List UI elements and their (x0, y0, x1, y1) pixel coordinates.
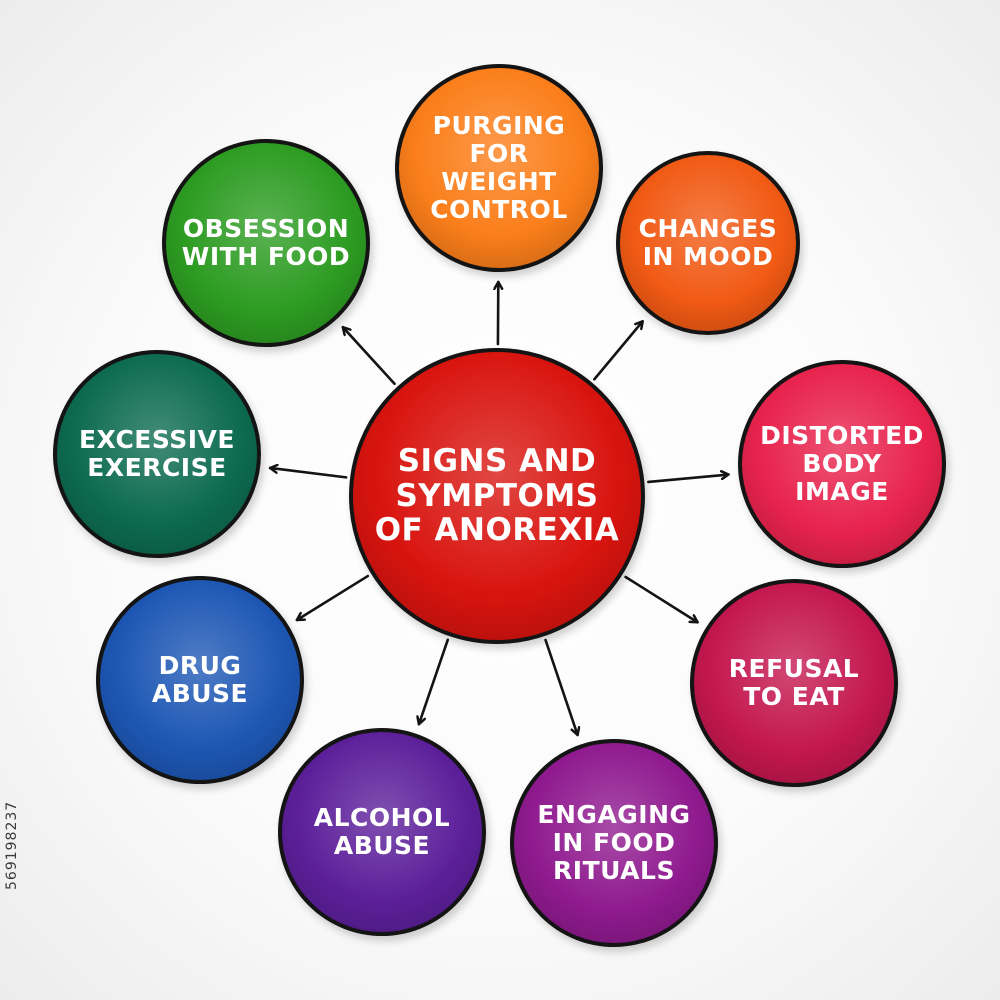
node-engaging-in-food-rituals: Engaging in food rituals (510, 739, 718, 947)
arrow-to-body (647, 475, 730, 484)
node-label: Refusal to eat (728, 654, 860, 711)
node-label: Engaging in food rituals (537, 800, 691, 885)
node-obsession-with-food: Obsession with food (162, 139, 370, 347)
arrow-to-drug (295, 574, 370, 622)
node-label: Distorted body image (760, 421, 924, 506)
center-topic: Signs and symptoms of anorexia (349, 348, 645, 644)
node-changes-in-mood: Changes in mood (616, 151, 800, 335)
node-distorted-body-image: Distorted body image (738, 360, 946, 568)
node-label: Purging for weight control (430, 111, 568, 224)
node-label: Alcohol abuse (313, 803, 451, 860)
node-alcohol-abuse: Alcohol abuse (278, 728, 486, 936)
node-refusal-to-eat: Refusal to eat (690, 579, 898, 787)
node-purging-for-weight-control: Purging for weight control (395, 64, 603, 272)
node-label: Obsession with food (181, 214, 351, 271)
stock-id-text: 569198237 (4, 800, 20, 890)
arrow-to-food (341, 325, 396, 386)
arrow-to-refusal (624, 575, 699, 624)
arrow-to-exercise (268, 468, 348, 479)
node-label: Excessive exercise (78, 425, 235, 482)
center-topic-label: Signs and symptoms of anorexia (374, 442, 620, 549)
arrow-to-alcohol (419, 638, 450, 726)
node-label: Changes in mood (638, 214, 778, 271)
arrow-to-rituals (544, 638, 578, 737)
node-label: Drug abuse (151, 651, 249, 708)
arrow-to-mood (593, 320, 644, 381)
node-excessive-exercise: Excessive exercise (53, 350, 261, 558)
node-drug-abuse: Drug abuse (96, 576, 304, 784)
